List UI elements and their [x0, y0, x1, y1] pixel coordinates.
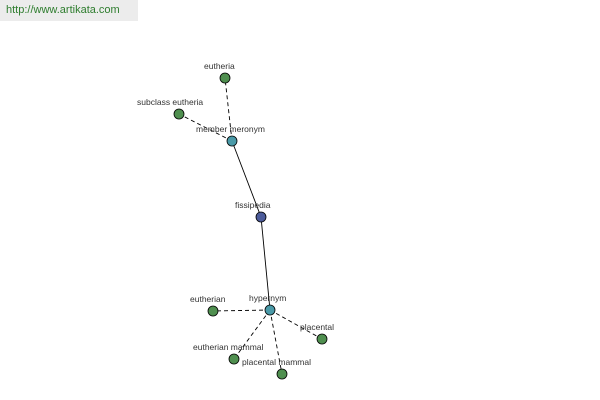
edge-fissipedia-to-hypernym	[260, 216, 271, 311]
node-label-member-meronym: member meronym	[196, 124, 265, 134]
node-label-subclass-eutheria: subclass eutheria	[137, 97, 203, 107]
node-member-meronym[interactable]: member meronym	[196, 124, 265, 147]
node-circle-member-meronym[interactable]	[226, 135, 238, 147]
nodes-layer: fissipedia member meronym hypernym eutheria…	[137, 61, 334, 380]
node-label-eutheria: eutheria	[204, 61, 235, 71]
node-eutherian[interactable]: eutherian	[190, 294, 226, 317]
node-label-hypernym: hypernym	[249, 293, 286, 303]
site-url-link[interactable]: http://www.artikata.com	[0, 0, 138, 21]
node-circle-eutherian[interactable]	[207, 305, 219, 317]
node-placental-mammal[interactable]: placental mammal	[242, 357, 311, 380]
node-eutheria[interactable]: eutheria	[204, 61, 235, 84]
edge-fissipedia-to-member-meronym	[231, 140, 262, 218]
node-placental[interactable]: placental	[300, 322, 334, 345]
node-label-placental: placental	[300, 322, 334, 332]
node-hypernym[interactable]: hypernym	[249, 293, 286, 316]
edge-hypernym-to-placental	[269, 309, 323, 340]
node-circle-subclass-eutheria[interactable]	[173, 108, 185, 120]
node-circle-placental[interactable]	[316, 333, 328, 345]
node-fissipedia[interactable]: fissipedia	[235, 200, 271, 223]
node-label-eutherian: eutherian	[190, 294, 226, 304]
edges-layer	[178, 77, 323, 375]
node-label-fissipedia: fissipedia	[235, 200, 271, 210]
edge-member-meronym-to-subclass-eutheria	[178, 113, 233, 142]
node-eutherian-mammal[interactable]: eutherian mammal	[193, 342, 264, 365]
node-circle-placental-mammal[interactable]	[276, 368, 288, 380]
node-subclass-eutheria[interactable]: subclass eutheria	[137, 97, 203, 120]
node-circle-fissipedia[interactable]	[255, 211, 267, 223]
node-circle-hypernym[interactable]	[264, 304, 276, 316]
node-label-placental-mammal: placental mammal	[242, 357, 311, 367]
edge-hypernym-to-eutherian	[212, 309, 271, 312]
node-label-eutherian-mammal: eutherian mammal	[193, 342, 264, 352]
node-circle-eutherian-mammal[interactable]	[228, 353, 240, 365]
edge-member-meronym-to-eutheria	[224, 77, 233, 142]
node-circle-eutheria[interactable]	[219, 72, 231, 84]
edge-hypernym-to-eutherian-mammal	[233, 309, 271, 360]
edge-hypernym-to-placental-mammal	[269, 309, 283, 375]
